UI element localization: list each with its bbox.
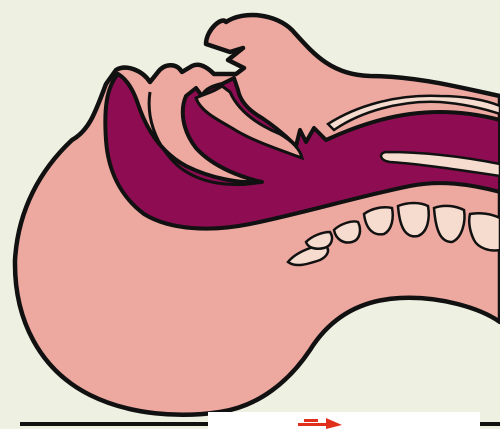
- inset-panel: [208, 412, 480, 429]
- red-arrow-icon: [296, 416, 344, 429]
